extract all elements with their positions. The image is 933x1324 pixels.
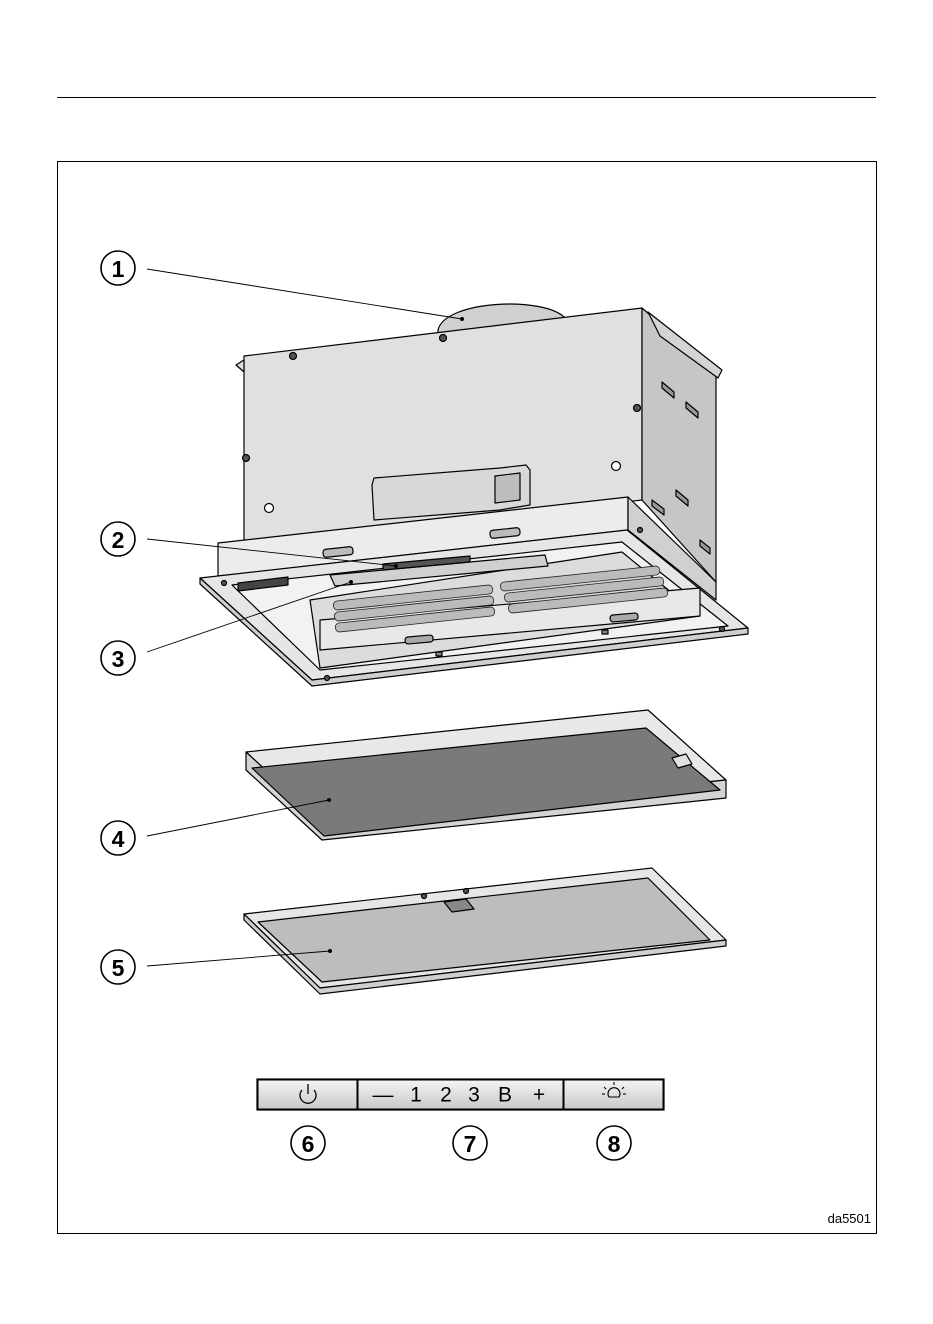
figure-reference: da5501 [828,1211,871,1226]
callout-8: 8 [608,1131,621,1157]
fan-speed-3-label: 3 [468,1084,480,1107]
callout-4: 4 [112,826,125,852]
callout-6: 6 [302,1131,315,1157]
charcoal-filter [246,710,726,840]
callout-7: 7 [464,1131,477,1157]
grease-filter [244,868,726,994]
fan-speed-1-label: 1 [410,1084,422,1107]
callout-1: 1 [112,256,125,282]
fan-increase-label: + [533,1084,545,1107]
callout-3: 3 [112,646,125,672]
hood-housing [200,304,748,686]
callout-5: 5 [112,955,125,981]
control-panel: — 1 2 3 B + [257,1079,664,1110]
fan-decrease-label: — [373,1084,394,1107]
fan-boost-label: B [498,1084,512,1107]
callout-2: 2 [112,527,125,553]
fan-speed-2-label: 2 [440,1084,452,1107]
